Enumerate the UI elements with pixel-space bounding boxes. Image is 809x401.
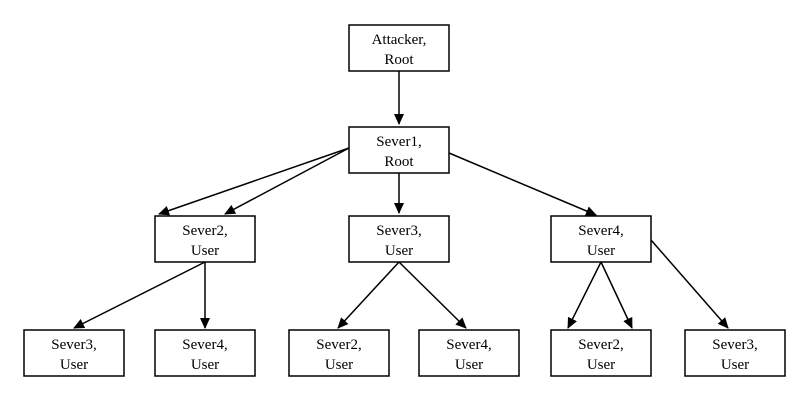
- node-label-line1: Sever3,: [51, 337, 96, 353]
- node-label-line2: Root: [384, 52, 414, 68]
- edge-sever1-to-sever2-b: [224, 147, 350, 215]
- node-sever2-child-sever4-user: Sever4, User: [154, 329, 256, 377]
- edge-sever2-to-sever3: [73, 261, 206, 329]
- edge-sever4-to-sever3: [650, 239, 729, 329]
- node-sever2-child-sever3-user: Sever3, User: [23, 329, 125, 377]
- node-label-line2: User: [191, 357, 219, 373]
- node-label-line2: User: [455, 357, 483, 373]
- edge-sever4-to-sever2-b: [600, 261, 633, 329]
- node-sever3-child-sever4-user: Sever4, User: [418, 329, 520, 377]
- node-label-line2: User: [385, 243, 413, 259]
- edge-sever3-to-sever4: [398, 261, 467, 329]
- edges: [73, 71, 729, 329]
- node-label-line2: User: [721, 357, 749, 373]
- node-label-line1: Sever2,: [182, 223, 227, 239]
- node-sever3-user: Sever3, User: [348, 215, 450, 263]
- node-sever4-child-sever2-user: Sever2, User: [550, 329, 652, 377]
- node-label-line1: Sever1,: [376, 134, 421, 150]
- edge-sever1-to-sever4: [448, 152, 597, 216]
- node-label-line1: Sever3,: [712, 337, 757, 353]
- node-sever1-root: Sever1, Root: [348, 126, 450, 174]
- node-label-line1: Sever4,: [446, 337, 491, 353]
- node-label-line2: Root: [384, 154, 414, 170]
- node-label-line1: Attacker,: [372, 32, 427, 48]
- node-label-line2: User: [191, 243, 219, 259]
- node-label-line1: Sever2,: [578, 337, 623, 353]
- node-sever3-child-sever2-user: Sever2, User: [288, 329, 390, 377]
- node-label-line2: User: [325, 357, 353, 373]
- node-label-line2: User: [587, 357, 615, 373]
- node-sever4-child-sever3-user: Sever3, User: [684, 329, 786, 377]
- node-label-line1: Sever4,: [578, 223, 623, 239]
- node-label-line2: User: [587, 243, 615, 259]
- node-label-line2: User: [60, 357, 88, 373]
- edge-sever3-to-sever2: [337, 261, 400, 329]
- node-label-line1: Sever2,: [316, 337, 361, 353]
- edge-sever4-to-sever2-a: [567, 261, 602, 329]
- edge-sever1-to-sever2-a: [158, 147, 350, 216]
- node-attacker-root: Attacker, Root: [348, 24, 450, 72]
- node-label-line1: Sever3,: [376, 223, 421, 239]
- node-label-line1: Sever4,: [182, 337, 227, 353]
- node-sever4-user: Sever4, User: [550, 215, 652, 263]
- node-sever2-user: Sever2, User: [154, 215, 256, 263]
